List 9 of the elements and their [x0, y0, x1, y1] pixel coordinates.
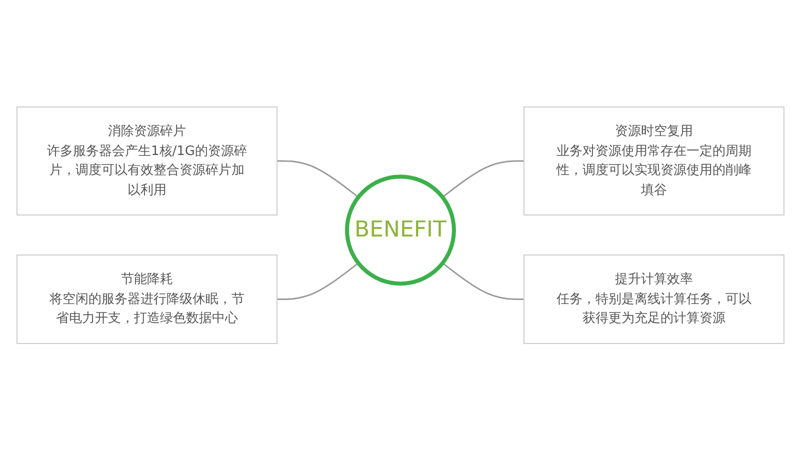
node-box: 提升计算效率 任务，特别是离线计算任务，可以获得更为充足的计算资源 [522, 254, 784, 344]
connector [442, 160, 524, 198]
node-box: 节能降耗 将空闲的服务器进行降级休眠，节省电力开支，打造绿色数据中心 [16, 254, 278, 344]
connector [442, 262, 524, 300]
node-box: 消除资源碎片 许多服务器会产生1核/1G的资源碎片，调度可以有效整合资源碎片加以利用 [16, 106, 278, 216]
connector [276, 160, 358, 198]
node-circle: BENEFIT [344, 174, 456, 286]
connector [276, 262, 358, 300]
node-box: 资源时空复用 业务对资源使用常存在一定的周期性，调度可以实现资源使用的削峰填谷 [522, 106, 784, 216]
